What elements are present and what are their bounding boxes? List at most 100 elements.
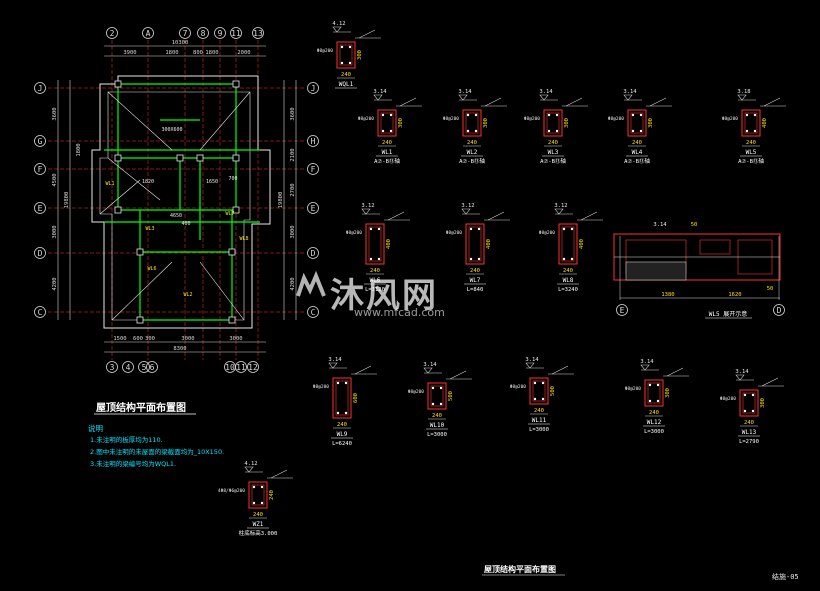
section-name: WL1 — [382, 149, 393, 156]
beam-stirrup — [532, 380, 546, 402]
rebar-dot — [547, 113, 551, 117]
row-axis-bubble-circle — [34, 202, 46, 214]
ridge-line — [99, 179, 141, 215]
notes-heading: 说明 — [88, 424, 103, 433]
bottom-title: 屋顶结构平面布置图 — [484, 565, 556, 574]
rebar-dot — [466, 113, 470, 117]
row-axis-bubble: C — [38, 308, 43, 317]
rebar-dot — [555, 129, 559, 133]
bottom-axis-bubble: 11 — [236, 363, 246, 372]
section-name: WL11 — [532, 417, 547, 424]
rebar-dot — [252, 501, 256, 505]
rebar-dot — [562, 227, 566, 231]
dim-text: 8300 — [173, 346, 186, 352]
plan-label: WL1 — [105, 181, 114, 187]
section-name: WL8 — [563, 277, 574, 284]
beam-section-outline — [465, 223, 485, 265]
section-name: WL4 — [632, 149, 643, 156]
dim-text: 10300 — [172, 40, 189, 46]
bottom-axis-bubble-circle — [146, 361, 158, 373]
rebar-dot — [260, 501, 264, 505]
rebar-text: Φ8@200 — [443, 116, 460, 122]
rebar-dot — [547, 129, 551, 133]
rebar-dot — [753, 129, 757, 133]
leader-line — [763, 97, 781, 107]
rebar-text: Φ8@200 — [539, 230, 556, 236]
section-name: WL13 — [742, 429, 757, 436]
rebar-dot — [336, 381, 340, 385]
row-axis-bubble-circle — [34, 247, 46, 259]
right-axis-bubble-circle — [307, 247, 319, 259]
beam-section-outline — [248, 481, 268, 509]
section-height: 300 — [357, 50, 363, 60]
rebar-dot — [369, 257, 373, 261]
column-mark — [114, 154, 122, 162]
note-item: 3.未注明的梁编号均为WQL1. — [90, 460, 177, 468]
rebar-dot — [474, 113, 478, 117]
section-length: A⑦-B⑬轴 — [374, 157, 400, 165]
rebar-dot — [431, 386, 435, 390]
beam-section-outline — [644, 379, 664, 407]
section-width: 240 — [632, 140, 642, 146]
level-text: 3.14 — [458, 89, 472, 95]
beam-stirrup — [647, 382, 661, 404]
level-mark-icon — [735, 374, 745, 381]
rebar-dot — [533, 381, 537, 385]
level-mark-icon — [361, 208, 371, 215]
ridge-line — [107, 91, 173, 151]
section-length: L=3000 — [529, 427, 549, 433]
dim-text: 2700 — [290, 183, 296, 196]
beam-section-outline — [558, 223, 578, 265]
rebar-dot — [570, 227, 574, 231]
leader-line — [761, 377, 779, 387]
leader-line — [649, 97, 667, 107]
leader-line — [487, 211, 505, 221]
section-name: WL10 — [430, 422, 445, 429]
right-axis-bubble-circle — [307, 135, 319, 147]
section-name: WZ1 — [253, 521, 264, 528]
rebar-text: Φ8@200 — [720, 396, 737, 402]
beam-stirrup — [380, 112, 394, 134]
level-text: 3.14 — [423, 362, 437, 368]
rebar-dot — [340, 45, 344, 49]
rebar-text: Φ8@200 — [524, 116, 541, 122]
section-name: WL2 — [467, 149, 478, 156]
level-text: 3.12 — [554, 203, 567, 209]
section-name: WL7 — [470, 277, 481, 284]
level-text: 3.14 — [328, 357, 342, 363]
leader-line — [270, 469, 288, 479]
rebar-dot — [469, 257, 473, 261]
section-length: A⑦-B⑬轴 — [738, 157, 764, 165]
section-length: A⑦-B⑬轴 — [459, 157, 485, 165]
elevation-axis-bubble: D — [777, 306, 782, 315]
section-length: A⑦-B⑬轴 — [624, 157, 650, 165]
rebar-text: Φ8@200 — [446, 230, 463, 236]
plan-label: WL8 — [239, 236, 248, 242]
elevation-axis-bubble: E — [620, 306, 625, 315]
rebar-dot — [381, 113, 385, 117]
rebar-dot — [340, 61, 344, 65]
leader-line — [354, 365, 372, 375]
beam-stirrup — [546, 112, 560, 134]
beam-section-outline — [462, 109, 482, 137]
elevation-dim: 1380 — [661, 292, 674, 298]
leader-line — [387, 211, 405, 221]
elevation-hatch — [625, 261, 687, 281]
rebar-dot — [639, 129, 643, 133]
section-width: 240 — [467, 140, 477, 146]
column-mark — [228, 248, 236, 256]
roof-outline — [91, 75, 271, 329]
plan-label: 1650 — [206, 179, 218, 185]
rebar-text: Φ8@200 — [408, 389, 425, 395]
beam-stirrup — [430, 385, 444, 407]
right-axis-bubble: E — [311, 204, 316, 213]
dim-text: 2000 — [237, 50, 250, 56]
rebar-dot — [377, 227, 381, 231]
beam-section-outline — [365, 223, 385, 265]
plan-label: WL6 — [147, 266, 156, 272]
rebar-dot — [439, 386, 443, 390]
top-axis-bubble: 11 — [231, 29, 241, 38]
level-mark-icon — [640, 364, 650, 371]
section-length: L=3000 — [644, 429, 664, 435]
